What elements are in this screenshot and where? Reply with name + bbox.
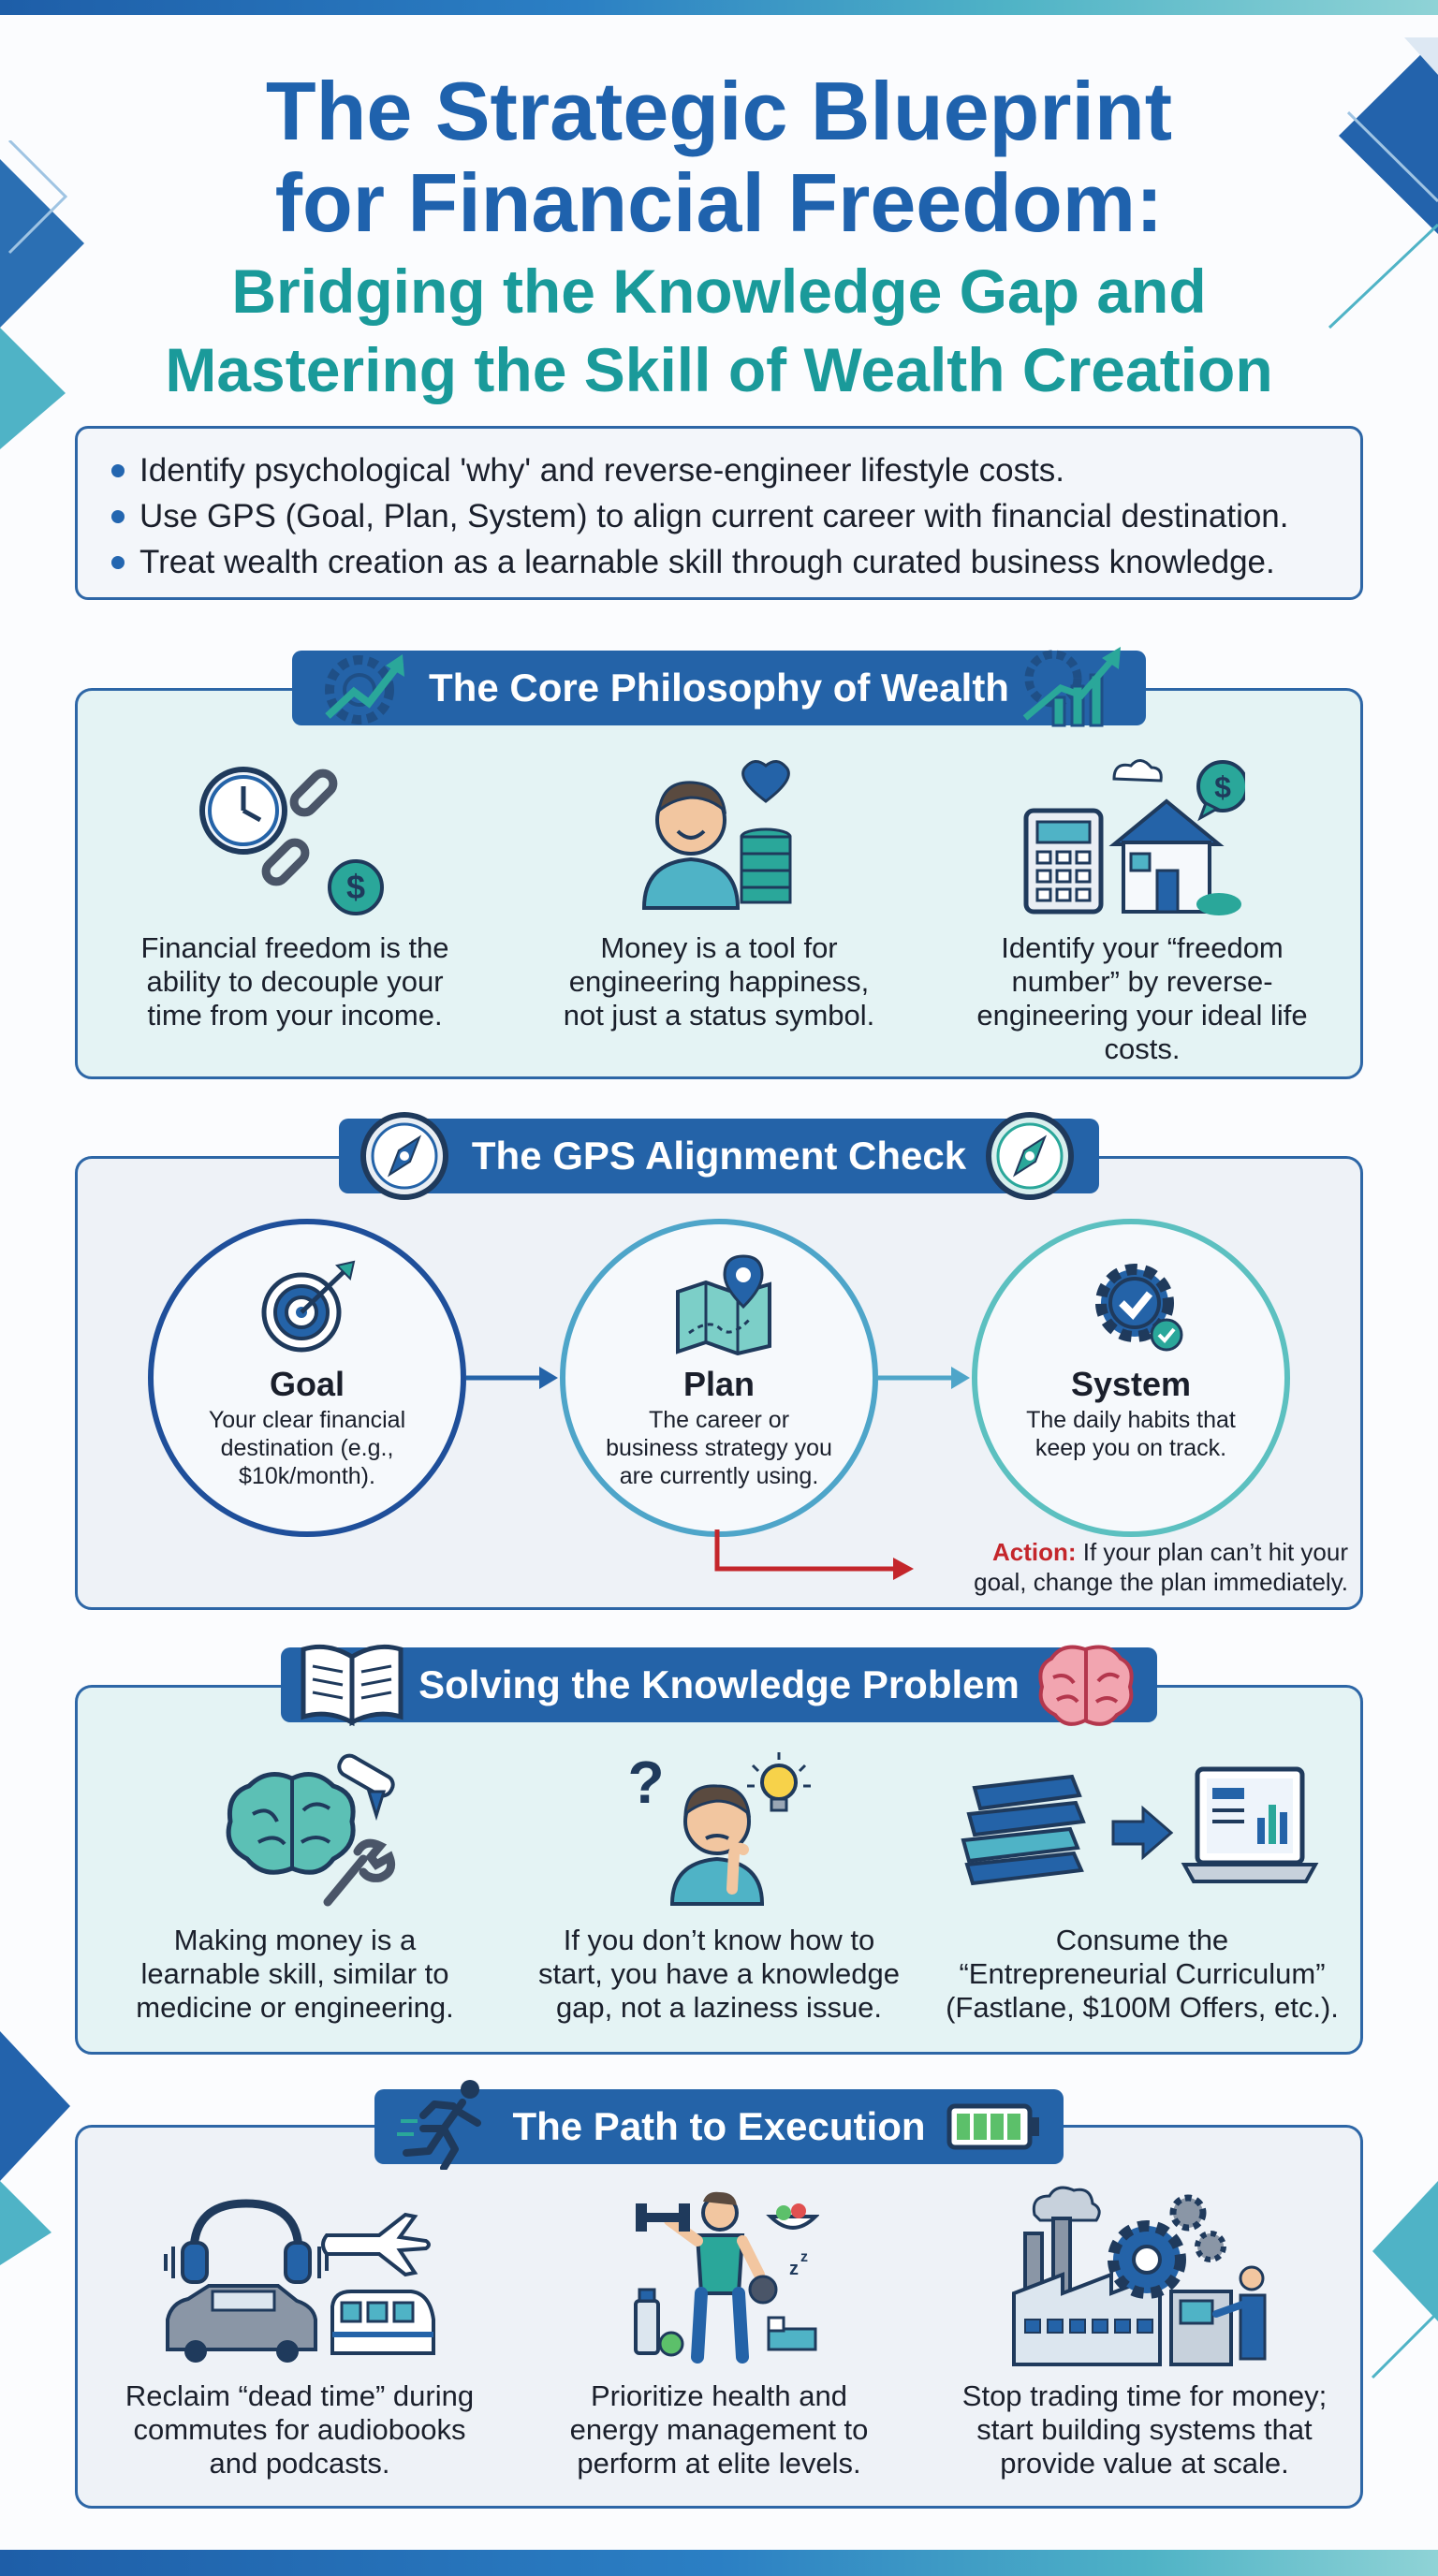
header: The Strategic Blueprint for Financial Fr… <box>0 66 1438 406</box>
svg-text:?: ? <box>627 1749 664 1816</box>
summary-item: Identify psychological 'why' and reverse… <box>108 447 1330 493</box>
summary-item: Use GPS (Goal, Plan, System) to align cu… <box>108 493 1330 539</box>
left-corner-decoration <box>0 140 84 449</box>
svg-text:$: $ <box>346 868 365 906</box>
gps-plan-circle: Plan The career or business strategy you… <box>560 1219 878 1537</box>
knowledge-banner: Solving the Knowledge Problem <box>281 1647 1157 1722</box>
svg-text:$: $ <box>1214 770 1231 804</box>
headphones-vehicles-icon <box>164 2199 435 2363</box>
gear-growth-icon <box>325 654 404 724</box>
compass-icon <box>360 1112 448 1200</box>
gps-title: The GPS Alignment Check <box>471 1134 967 1178</box>
brain-icon <box>1038 1645 1134 1726</box>
page-subtitle-line1: Bridging the Knowledge Gap and <box>231 256 1207 326</box>
core-col-1-text: Financial freedom is the ability to deco… <box>140 931 449 1032</box>
gear-check-icon <box>1095 1264 1183 1352</box>
gps-system-desc: The daily habits that keep you on track. <box>1026 1407 1236 1461</box>
gps-action-note: Action: If your plan can’t hit your goal… <box>974 1538 1348 1596</box>
execution-col-2-text: Prioritize health and energy management … <box>569 2379 869 2480</box>
gps-plan-title: Plan <box>682 1365 756 1403</box>
bottom-accent-bar <box>0 2550 1438 2576</box>
action-arrow-icon <box>714 1530 914 1580</box>
summary-list: Identify psychological 'why' and reverse… <box>75 426 1363 600</box>
knowledge-title: Solving the Knowledge Problem <box>418 1662 1020 1706</box>
core-col-3-text: Identify your “freedom number” by revers… <box>976 931 1308 1065</box>
top-accent-bar <box>0 0 1438 15</box>
target-icon <box>261 1260 356 1353</box>
execution-col-1-text: Reclaim “dead time” during commutes for … <box>125 2379 475 2480</box>
page-subtitle-line2: Mastering the Skill of Wealth Creation <box>165 335 1273 404</box>
execution-title: The Path to Execution <box>512 2104 926 2148</box>
page-title-line2: for Financial Freedom: <box>274 156 1164 249</box>
gps-system-circle: System The daily habits that keep you on… <box>972 1219 1290 1537</box>
factory-gears-icon <box>1012 2186 1267 2366</box>
gps-plan-desc: The career or business strategy you are … <box>606 1407 832 1489</box>
action-label: Action: <box>991 1538 1077 1566</box>
brain-diploma-wrench-icon <box>226 1753 396 1907</box>
happy-person-coins-icon <box>641 760 792 910</box>
clock-chain-dollar-icon: $ <box>199 767 384 915</box>
gear-chart-icon <box>1022 647 1121 727</box>
right-corner-decoration <box>1328 37 1438 329</box>
gps-banner: The GPS Alignment Check <box>339 1119 1099 1193</box>
core-philosophy-banner: The Core Philosophy of Wealth <box>292 651 1146 725</box>
arrow-right-icon <box>878 1367 970 1389</box>
svg-text:z: z <box>789 2259 799 2279</box>
core-philosophy-title: The Core Philosophy of Wealth <box>429 666 1009 710</box>
thinking-person-icon: ? <box>627 1749 811 1906</box>
gps-system-title: System <box>1070 1365 1192 1403</box>
left-bottom-decoration <box>0 2031 70 2265</box>
gps-goal-title: Goal <box>269 1365 345 1403</box>
knowledge-col-2-text: If you don’t know how to start, you have… <box>537 1924 901 2024</box>
svg-text:z: z <box>800 2249 808 2265</box>
open-book-icon <box>301 1644 404 1727</box>
fitness-person-icon: z z <box>634 2191 819 2364</box>
compass-icon <box>986 1112 1074 1200</box>
books-laptop-icon <box>961 1766 1319 1886</box>
calculator-house-icon: $ <box>1023 759 1245 915</box>
knowledge-col-1-text: Making money is a learnable skill, simil… <box>136 1924 454 2024</box>
gps-goal-desc: Your clear financial destination (e.g., … <box>208 1407 406 1489</box>
core-col-2-text: Money is a tool for engineering happines… <box>563 931 875 1032</box>
map-pin-icon <box>676 1254 771 1355</box>
execution-col-3-text: Stop trading time for money; start build… <box>961 2379 1328 2480</box>
battery-icon <box>946 2103 1039 2150</box>
page-title-line1: The Strategic Blueprint <box>265 65 1173 157</box>
right-bottom-decoration <box>1371 2181 1438 2379</box>
gps-goal-circle: Goal Your clear financial destination (e… <box>148 1219 466 1537</box>
knowledge-col-3-text: Consume the “Entrepreneurial Curriculum”… <box>946 1924 1339 2024</box>
running-person-icon <box>397 2080 481 2170</box>
arrow-right-icon <box>466 1367 558 1389</box>
summary-item: Treat wealth creation as a learnable ski… <box>108 539 1330 585</box>
